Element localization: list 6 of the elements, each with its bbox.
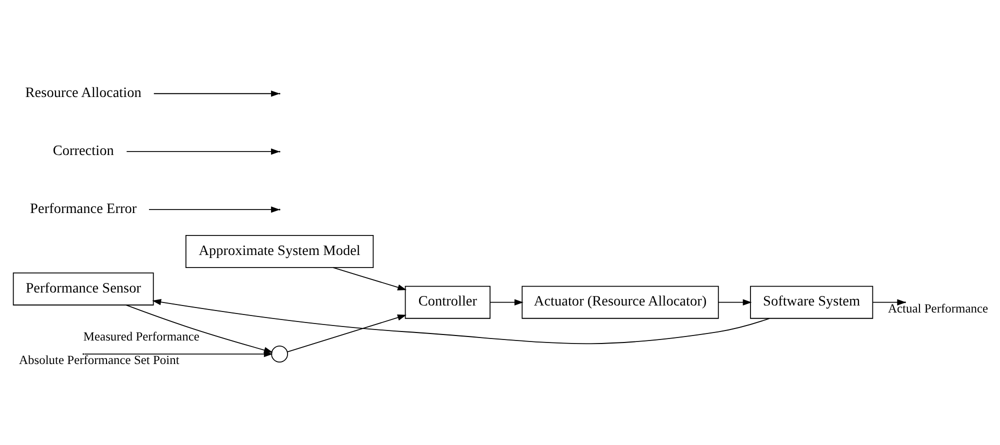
edge-label: Absolute Performance Set Point <box>19 353 180 368</box>
node-text: Resource Allocation <box>25 85 142 102</box>
edge-label: Actual Performance <box>888 301 988 316</box>
node-text: Correction <box>52 142 114 159</box>
edge-label: Measured Performance <box>83 329 200 344</box>
node-text: Performance Error <box>30 200 137 217</box>
